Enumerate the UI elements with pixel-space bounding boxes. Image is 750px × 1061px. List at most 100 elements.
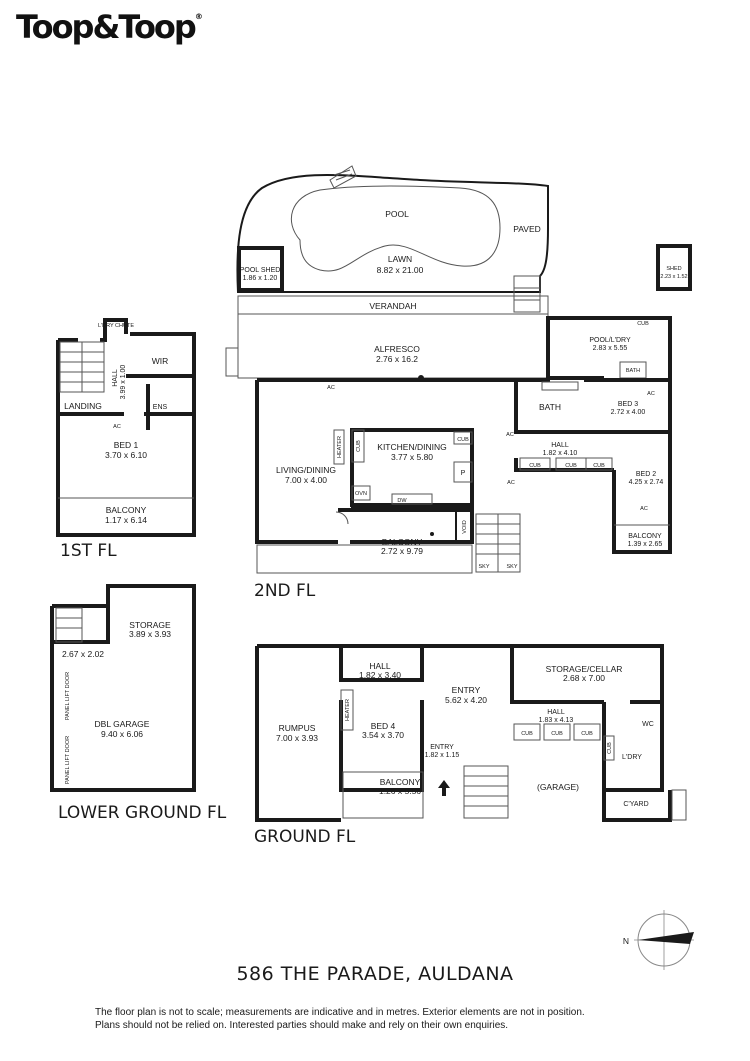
sky-label-1: SKY — [478, 564, 489, 570]
ground-cub-3: CUB — [581, 731, 593, 737]
ground-cub-4: CUB — [607, 742, 613, 754]
paved-label: PAVED — [513, 224, 541, 234]
shed-label: SHED — [666, 266, 681, 272]
lawn-dim: 8.82 x 21.00 — [377, 265, 424, 275]
compass-north-label: N — [623, 936, 629, 946]
bed2-label: BED 2 — [636, 471, 656, 478]
oven — [351, 485, 371, 501]
rumpus-dim: 7.00 x 3.93 — [276, 733, 318, 743]
pool-shed-dim: 1.86 x 1.20 — [243, 275, 278, 282]
dbl-garage-label: DBL GARAGE — [95, 719, 150, 729]
compass: N — [623, 910, 694, 970]
cyard-label: C'YARD — [623, 801, 648, 808]
bed2-dim: 4.25 x 2.74 — [629, 479, 664, 486]
lawn-boundary — [236, 174, 549, 293]
pool-shed-label: POOL SHED — [240, 267, 281, 274]
hall-cub-1: CUB — [529, 463, 541, 469]
hall-cub-2: CUB — [565, 463, 577, 469]
bed3-label: BED 3 — [618, 401, 638, 408]
living-dining-label: LIVING/DINING — [276, 465, 336, 475]
entry-label: ENTRY — [452, 685, 481, 695]
rumpus-label: RUMPUS — [279, 723, 316, 733]
hall-2nd-dim: 1.82 x 4.10 — [543, 450, 578, 457]
balcony-1st-dim: 1.17 x 6.14 — [105, 515, 147, 525]
balcony-bed2-label: BALCONY — [628, 533, 662, 540]
pool-bath-label: BATH — [626, 368, 640, 374]
disclaimer-line-2: Plans should not be relied on. Intereste… — [95, 1020, 509, 1031]
entry-dim: 5.62 x 4.20 — [445, 695, 487, 705]
pantry — [453, 461, 473, 483]
void — [455, 509, 473, 543]
second-floor: KITCHEN/DINING 3.77 x 5.80 CUB OVN DW CU… — [255, 316, 672, 574]
registered-mark: ® — [194, 12, 203, 21]
garage-label: (GARAGE) — [537, 782, 579, 792]
balcony-2nd-label: BALCONY — [382, 537, 423, 547]
hall-1st-label: HALL — [112, 369, 119, 387]
living-ac-label: AC — [327, 385, 335, 391]
ground-floor: HALL 1.82 x 3.40 HEATER RUMPUS 7.00 x 3.… — [255, 644, 687, 822]
heater-ground: HEATER — [345, 699, 351, 721]
kitchen-dining-label: KITCHEN/DINING — [377, 442, 446, 452]
bed4-dim: 3.54 x 3.70 — [362, 730, 404, 740]
hall-1st-dim: 3.99 x 1.00 — [120, 365, 127, 400]
wir-label: WIR — [152, 356, 169, 366]
dbl-garage-dim: 9.40 x 6.06 — [101, 729, 143, 739]
landing-label: LANDING — [64, 401, 102, 411]
pool-shed — [237, 246, 284, 292]
alfresco-step — [225, 347, 239, 377]
bath-label: BATH — [539, 402, 561, 412]
disclaimer-line-1: The floor plan is not to scale; measurem… — [95, 1007, 585, 1018]
storage-dim: 3.89 x 3.93 — [129, 629, 171, 639]
balcony-bed2-dim: 1.39 x 2.65 — [628, 541, 663, 548]
ground-cub-2: CUB — [551, 731, 563, 737]
shed — [656, 244, 692, 291]
verandah-alfresco: VERANDAH ALFRESCO 2.76 x 16.2 — [225, 295, 549, 381]
floor-label-lower-ground: LOWER GROUND FL — [58, 803, 227, 823]
pool-ldry-dim: 2.83 x 5.55 — [593, 345, 628, 352]
storage-cellar-dim: 2.68 x 7.00 — [563, 673, 605, 683]
balcony-1st-label: BALCONY — [106, 505, 147, 515]
balcony-ground-dim: 1.26 x 5.56 — [379, 786, 421, 796]
panel-lift-door-2: PANEL LIFT DOOR — [65, 736, 71, 784]
storage-cellar-label: STORAGE/CELLAR — [546, 664, 623, 674]
hall-ground2-dim: 1.83 x 4.13 — [539, 717, 574, 724]
verandah-label: VERANDAH — [369, 301, 416, 311]
disclaimer: The floor plan is not to scale; measurem… — [95, 1006, 715, 1032]
kitchen-cub — [351, 429, 365, 463]
bed3-dim: 2.72 x 4.00 — [611, 409, 646, 416]
heater-label: HEATER — [337, 436, 343, 458]
pool-ldry-cub-label: CUB — [637, 321, 649, 327]
floor-label-ground: GROUND FL — [254, 827, 356, 847]
stairs-lower — [55, 607, 83, 643]
pool-steps — [329, 165, 357, 189]
floor-label-1st: 1ST FL — [60, 541, 117, 561]
alfresco-dim: 2.76 x 16.2 — [376, 354, 418, 364]
pool-ldry-label: POOL/L'DRY — [589, 337, 631, 344]
first-floor: LANDING L'DRY CHUTE WIR HALL 3.99 x 1.00… — [56, 318, 196, 537]
shed-dim: 2.23 x 1.52 — [660, 274, 687, 280]
entry-small-dim: 1.82 x 1.15 — [425, 752, 460, 759]
hall-ground-dim: 1.82 x 3.40 — [359, 670, 401, 680]
hall-2nd-label: HALL — [551, 442, 569, 449]
entry-small-label: ENTRY — [430, 744, 454, 751]
kitchen-dining-dim: 3.77 x 5.80 — [391, 452, 433, 462]
ens-label: ENS — [153, 404, 168, 411]
hall-ground2-label: HALL — [547, 709, 565, 716]
dishwasher — [391, 493, 433, 505]
pool-label: POOL — [385, 209, 409, 219]
living-dining-dim: 7.00 x 4.00 — [285, 475, 327, 485]
hall-cub-3: CUB — [593, 463, 605, 469]
outdoor-area: POOL PAVED LAWN 8.82 x 21.00 POOL SHED 1… — [236, 165, 692, 313]
storage-label: STORAGE — [129, 620, 171, 630]
lawn-steps — [513, 275, 541, 313]
pantry-label: P — [461, 470, 466, 477]
bed1-ac-label: AC — [113, 424, 121, 430]
bath-ac-label: AC — [506, 432, 514, 438]
bed3-ac-label: AC — [647, 391, 655, 397]
ldry-label: L'DRY — [622, 754, 642, 761]
balcony-ground-label: BALCONY — [380, 777, 421, 787]
panel-lift-door-1: PANEL LIFT DOOR — [65, 672, 71, 720]
lower-ground-floor: 2.67 x 2.02 STORAGE 3.89 x 3.93 PANEL LI… — [50, 584, 196, 792]
kitchen-cub-label: CUB — [356, 440, 362, 452]
